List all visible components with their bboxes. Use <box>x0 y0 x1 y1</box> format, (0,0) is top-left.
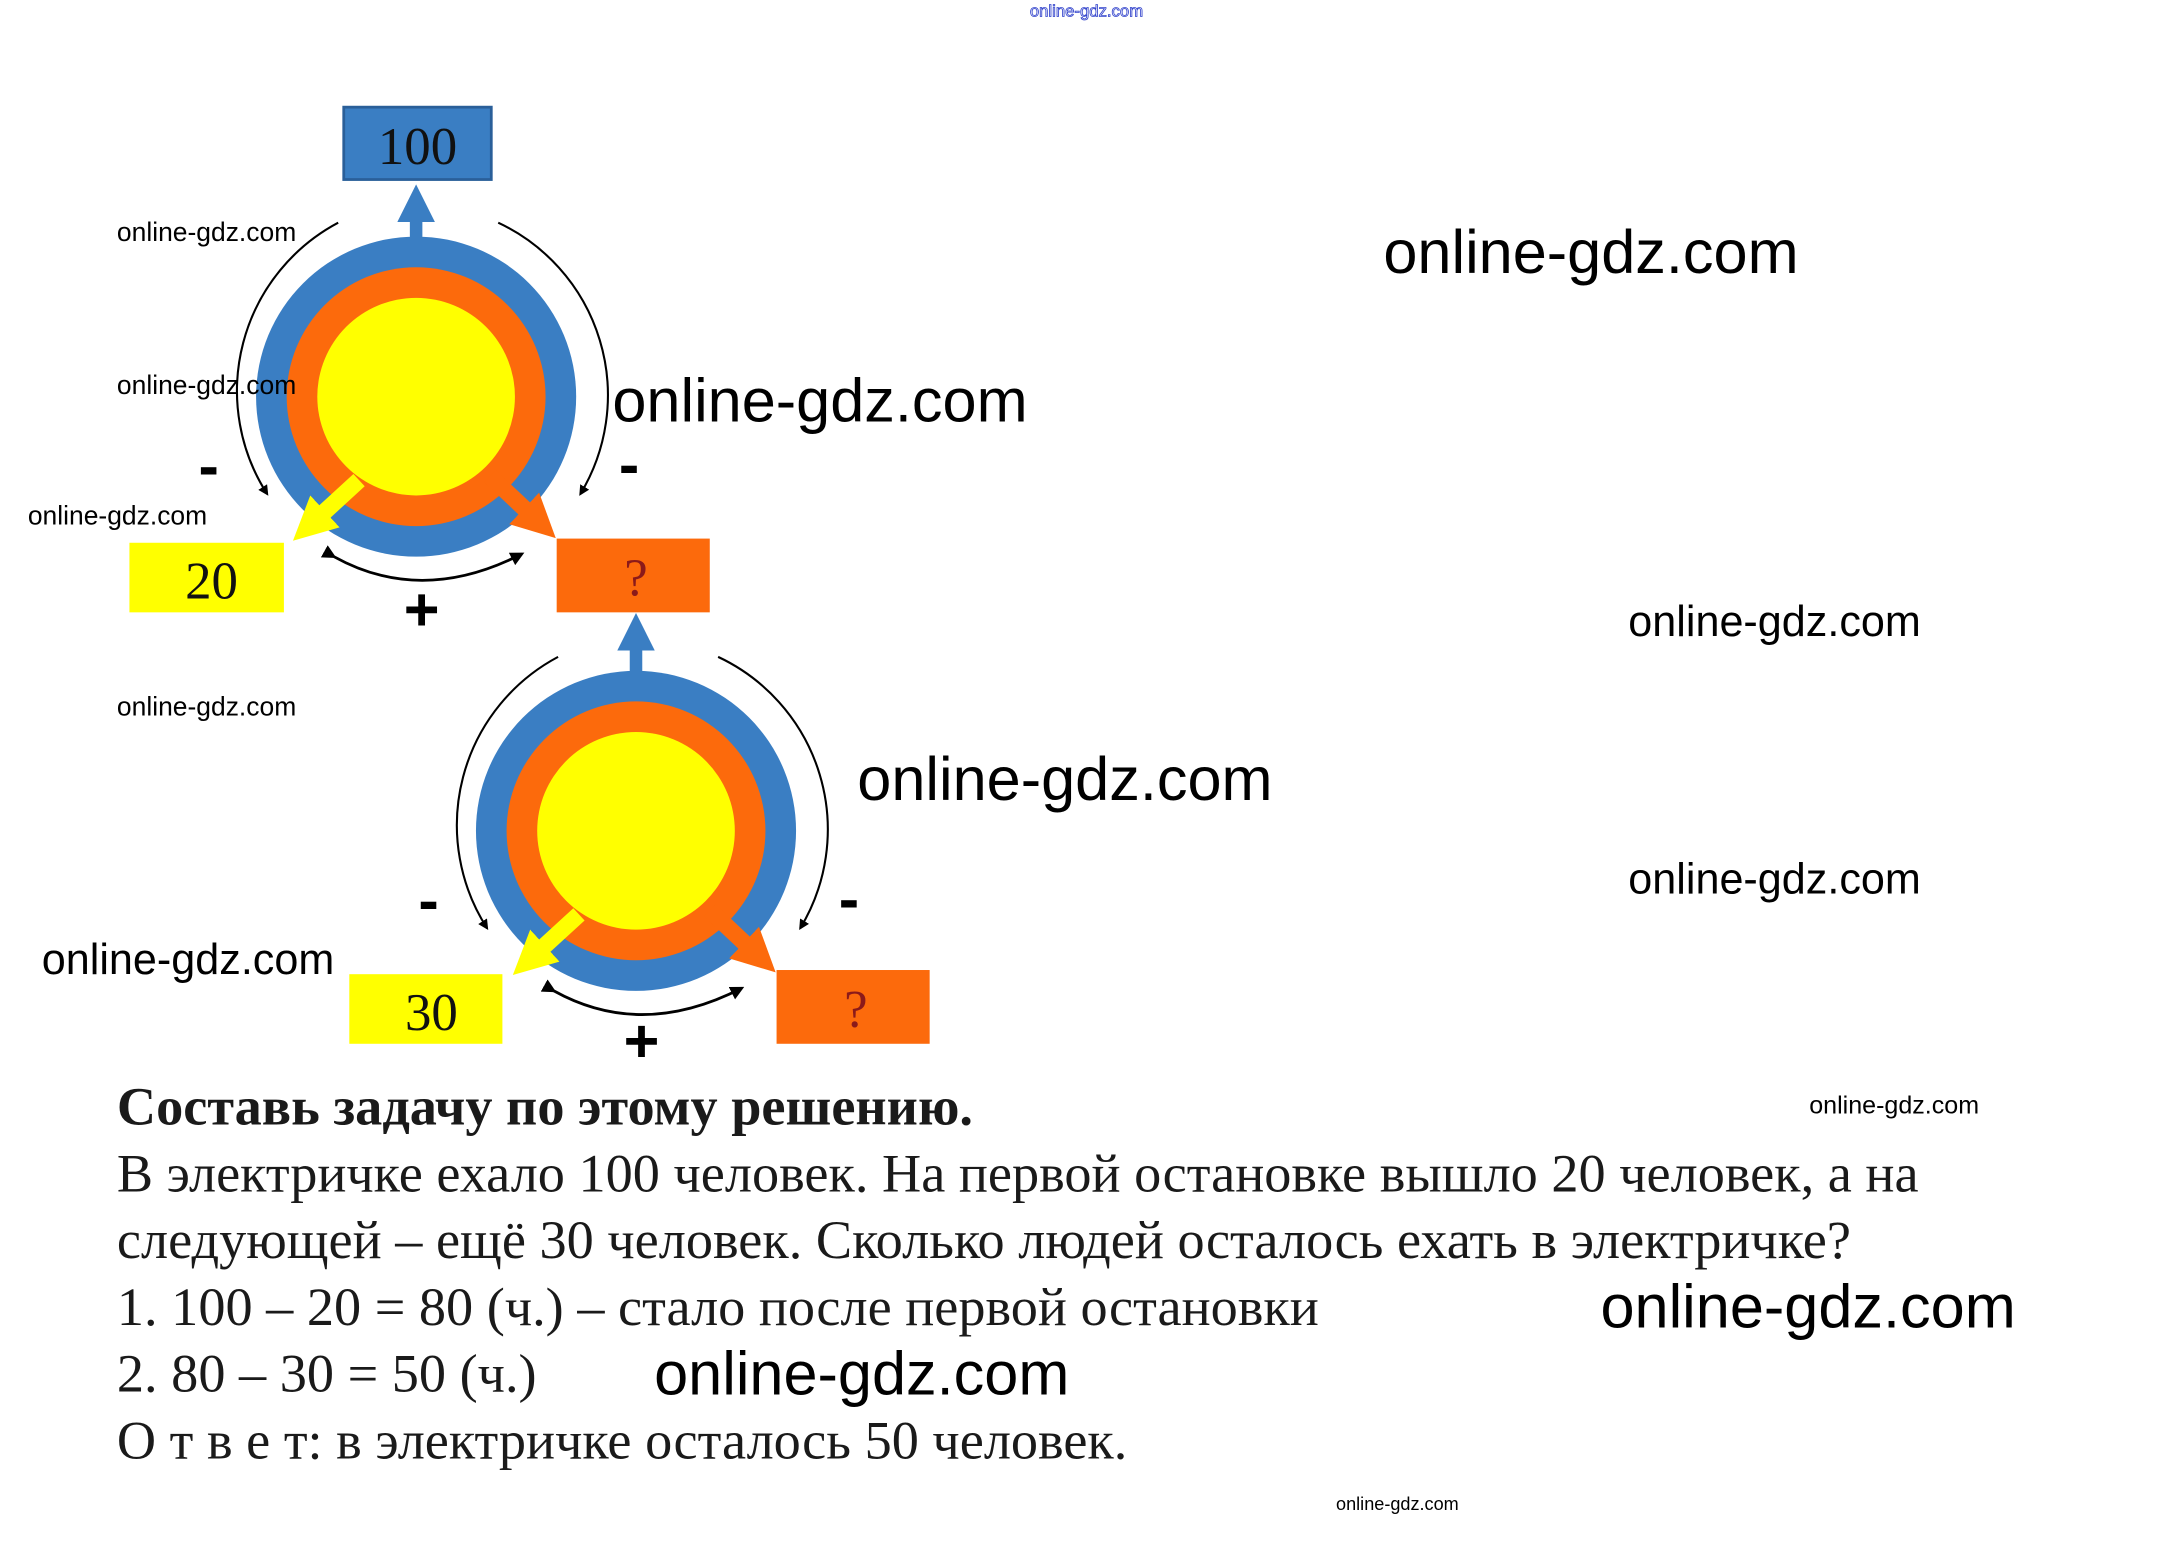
minus-left: - <box>418 866 438 934</box>
left-arc-arrow <box>455 655 559 931</box>
top-value-box <box>342 105 493 181</box>
left-value: 30 <box>405 984 458 1042</box>
left-value-box <box>349 974 503 1044</box>
watermark: online-gdz.com <box>1628 854 1921 904</box>
minus-right: - <box>619 431 639 499</box>
watermark: online-gdz.com <box>1383 218 1799 287</box>
watermark: online-gdz.com <box>1336 1493 1459 1515</box>
top-value: 100 <box>378 118 457 176</box>
task-title: Составь задачу по этому решению. <box>116 1077 974 1138</box>
watermark: online-gdz.com <box>612 367 1028 436</box>
minus-left: - <box>199 432 219 500</box>
bottom-arc-arrow <box>540 979 745 1016</box>
right-value: ? <box>624 550 647 608</box>
watermark: online-gdz.com <box>654 1340 1070 1409</box>
watermark: online-gdz.com <box>1628 597 1921 646</box>
solution-step-1: 1. 100 – 20 = 80 (ч.) – стало после перв… <box>116 1277 1319 1338</box>
watermark: online-gdz.com <box>27 502 208 532</box>
plus: + <box>404 575 440 643</box>
minus-right: - <box>839 865 859 933</box>
left-arc-arrow <box>235 221 339 496</box>
plus: + <box>624 1007 660 1075</box>
watermark: online-gdz.com <box>116 371 297 401</box>
watermark: online-gdz.com <box>857 745 1273 815</box>
left-value-box <box>129 542 284 613</box>
watermark: online-gdz.com <box>116 218 297 248</box>
right-value-box <box>776 970 930 1044</box>
left-value: 20 <box>185 552 238 610</box>
orange-arrow <box>484 469 556 539</box>
watermark: online-gdz.com <box>1029 1 1144 21</box>
watermark: online-gdz.com <box>41 935 335 984</box>
solution-step-2: 2. 80 – 30 = 50 (ч.) <box>116 1344 537 1405</box>
orange-arrow <box>704 904 776 973</box>
task-line-1: В электричке ехало 100 человек. На перво… <box>116 1143 1919 1204</box>
answer-line: О т в е т: в электричке осталось 50 чело… <box>116 1411 1128 1472</box>
right-arc-arrow <box>717 655 829 931</box>
yellow-arrow <box>292 473 365 541</box>
bottom-arc-arrow <box>320 545 525 582</box>
watermark: online-gdz.com <box>1600 1273 2016 1342</box>
inner-circle-yellow <box>537 732 735 930</box>
diagram-1: 100 20 ? - - + <box>129 105 710 643</box>
right-arc-arrow <box>497 221 609 496</box>
right-value-box <box>556 538 710 613</box>
task-line-2: следующей – ещё 30 человек. Сколько люде… <box>116 1210 1851 1271</box>
watermark: online-gdz.com <box>116 693 297 723</box>
diagram-2: 30 ? - - + <box>349 613 930 1075</box>
inner-circle-yellow <box>317 297 515 496</box>
yellow-arrow <box>512 908 585 975</box>
right-value: ? <box>844 981 867 1039</box>
watermark: online-gdz.com <box>1809 1091 1980 1119</box>
